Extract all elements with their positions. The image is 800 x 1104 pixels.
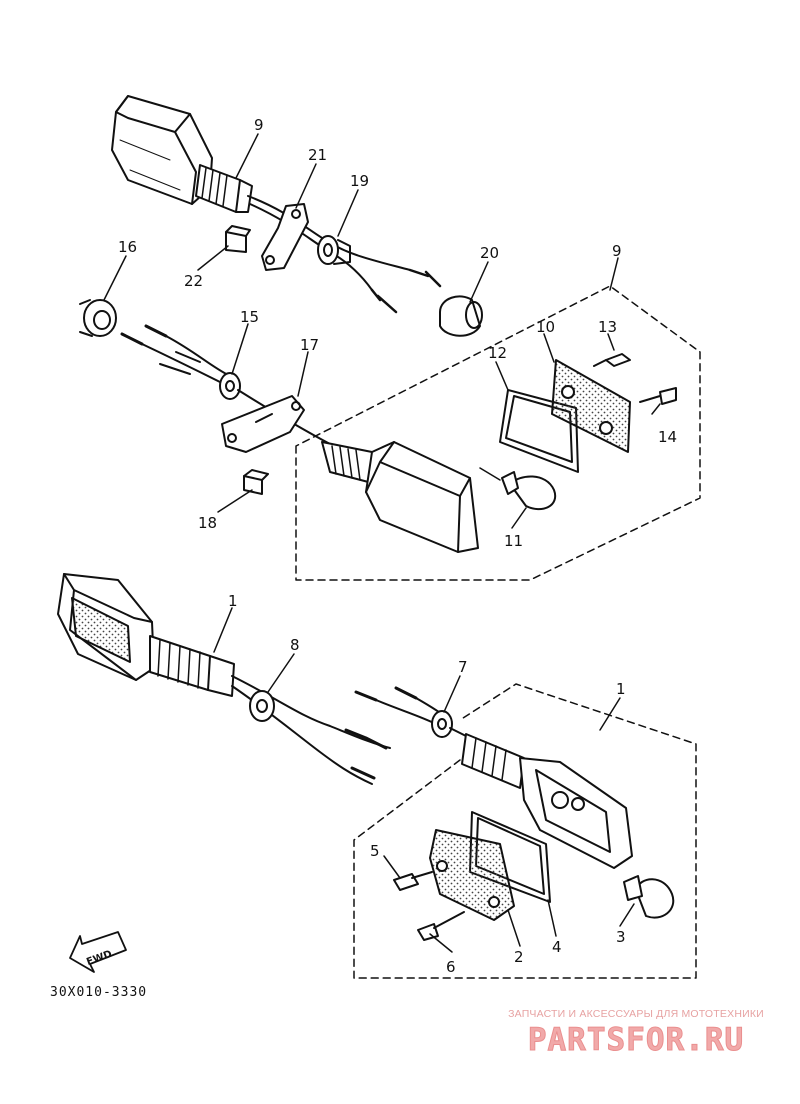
callout-15: 15: [240, 308, 259, 326]
screw-13: [593, 353, 631, 367]
leader-lines: [103, 133, 661, 953]
cap-20: [439, 295, 483, 337]
flasher-top-assembly: [111, 95, 442, 314]
callout-4: 4: [552, 938, 562, 956]
callout-1-right: 1: [616, 680, 626, 698]
callout-14: 14: [658, 428, 677, 446]
callout-16: 16: [118, 238, 137, 256]
forward-direction-arrow: FWD: [69, 931, 127, 973]
callout-13: 13: [598, 318, 617, 336]
callout-2: 2: [514, 948, 524, 966]
bolt-22: [225, 225, 251, 253]
callout-18: 18: [198, 514, 217, 532]
callout-9-top: 9: [254, 116, 264, 134]
exploded-view-outline-9: [295, 285, 701, 581]
screw-5: [393, 871, 433, 891]
lens-10: [551, 359, 631, 453]
stay-bracket-17: [221, 395, 305, 453]
callout-20: 20: [480, 244, 499, 262]
watermark: ЗАПЧАСТИ И АКСЕССУАРЫ ДЛЯ МОТОТЕХНИКИ PA…: [486, 1008, 786, 1059]
callout-5: 5: [370, 842, 380, 860]
callout-22: 22: [184, 272, 203, 290]
callout-10: 10: [536, 318, 555, 336]
cap-16: [79, 299, 117, 337]
diagram-part-number: 30X010-3330: [50, 985, 147, 1000]
screw-14: [639, 387, 677, 405]
callout-labels: 9 21 19 20 16 22 9 10 13 12 14 15 17 18 …: [118, 116, 677, 976]
exploded-view-outline-1: [353, 683, 697, 979]
callout-12: 12: [488, 344, 507, 362]
flasher-lower-left-assembly: [57, 573, 391, 785]
bulb-11: [501, 471, 557, 511]
grommet-8: [249, 690, 275, 722]
callout-1-top: 1: [228, 592, 238, 610]
flasher-lower-right-assembly: [354, 686, 633, 869]
bulb-3: [623, 875, 675, 919]
callout-3: 3: [616, 928, 626, 946]
callout-8: 8: [290, 636, 300, 654]
screw-6: [417, 911, 465, 941]
bolt-18: [243, 469, 269, 495]
grommet-19: [317, 235, 351, 265]
watermark-logo: PARTSFOR.RU: [527, 1022, 745, 1059]
callout-11: 11: [504, 532, 523, 550]
callout-17: 17: [300, 336, 319, 354]
stay-bracket-21: [261, 203, 309, 271]
watermark-caption: ЗАПЧАСТИ И АКСЕССУАРЫ ДЛЯ МОТОТЕХНИКИ: [508, 1008, 764, 1020]
lens-2: [429, 829, 515, 921]
callout-21: 21: [308, 146, 327, 164]
callout-7: 7: [458, 658, 468, 676]
callout-19: 19: [350, 172, 369, 190]
callout-9-right: 9: [612, 242, 622, 260]
callout-6: 6: [446, 958, 456, 976]
flasher-middle-assembly: [120, 324, 479, 553]
